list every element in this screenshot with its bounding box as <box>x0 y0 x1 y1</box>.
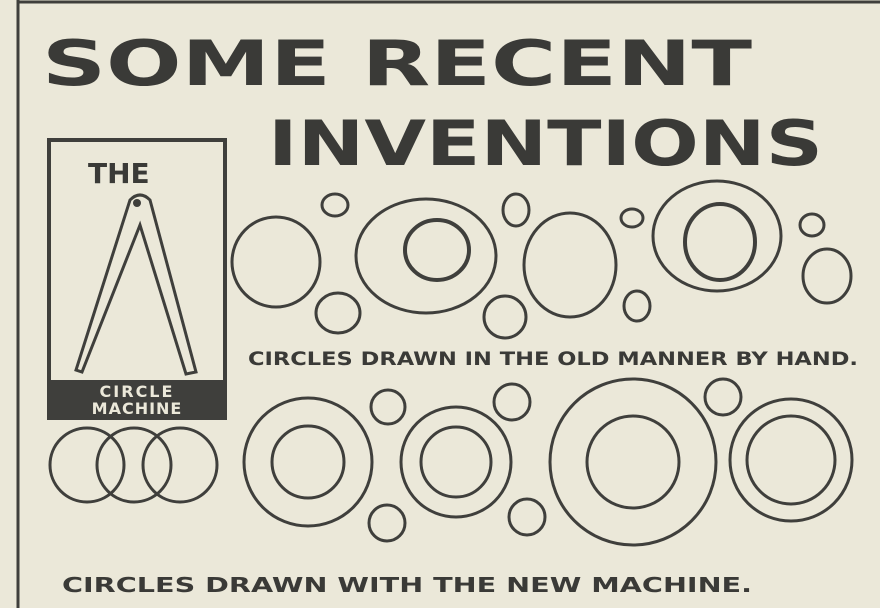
title-line-1: SOME RECENT <box>42 27 752 100</box>
box-top-label: THE <box>88 157 150 190</box>
title-line-2: INVENTIONS <box>268 107 823 180</box>
box-bottom-line-1: CIRCLE <box>100 382 175 401</box>
compass-icon <box>74 193 198 376</box>
circle-machine-box: THE CIRCLE MACHINE <box>47 138 227 420</box>
box-bottom-line-2: MACHINE <box>92 399 183 418</box>
caption-hand: CIRCLES DRAWN IN THE OLD MANNER BY HAND. <box>248 348 858 370</box>
caption-machine: CIRCLES DRAWN WITH THE NEW MACHINE. <box>62 573 752 597</box>
hand-drawn-circles <box>230 179 853 340</box>
machine-drawn-circles <box>48 377 854 547</box>
